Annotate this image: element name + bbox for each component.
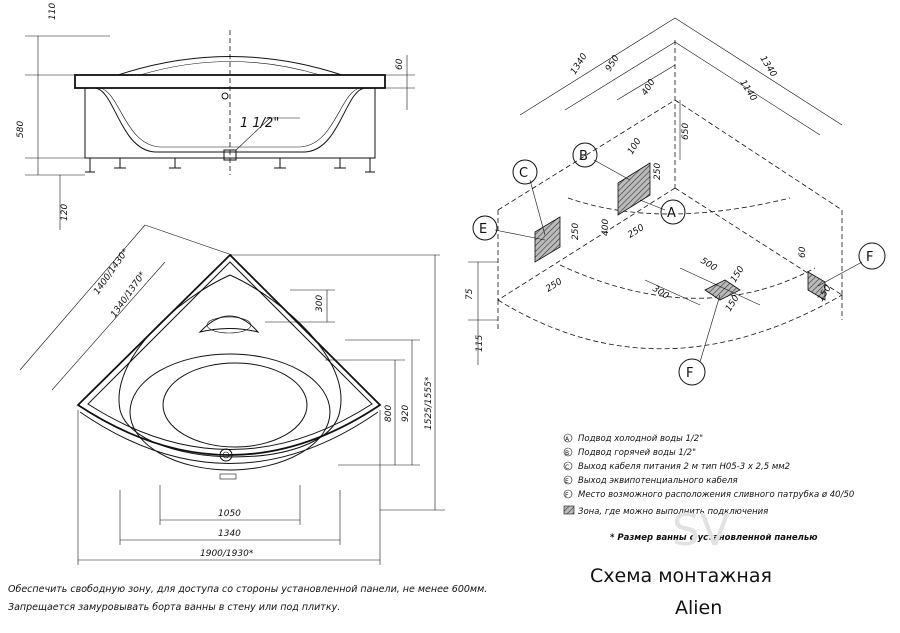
iso-dim-250-c: 250 <box>571 223 581 240</box>
legend-item-B: B Подвод горячей воды 1/2" <box>563 447 696 458</box>
iso-dim-1340-right: 1340 <box>757 54 778 79</box>
side-view: 1 1/2" 110 580 120 60 <box>16 3 415 230</box>
dim-1340-diag: 1340/1370* <box>109 270 148 320</box>
dim-1340: 1340 <box>218 529 241 539</box>
dim-60: 60 <box>395 58 405 70</box>
svg-text:F: F <box>866 250 873 265</box>
iso-dim-150-a: 150 <box>729 264 747 284</box>
iso-dim-60: 60 <box>798 246 808 258</box>
marker-E <box>472 215 498 241</box>
iso-dim-950: 950 <box>604 53 622 73</box>
marker-B <box>572 142 598 168</box>
drawing-title: Схема монтажная <box>590 565 772 587</box>
svg-text:A: A <box>565 436 570 443</box>
svg-text:C: C <box>519 166 528 181</box>
svg-text:F: F <box>686 366 693 381</box>
svg-text:E: E <box>565 478 569 485</box>
dim-300: 300 <box>315 295 325 312</box>
legend: A Подвод холодной воды 1/2" B Подвод гор… <box>563 433 854 543</box>
dim-1525: 1525/1555* <box>424 376 434 430</box>
svg-text:Подвод холодной воды 1/2": Подвод холодной воды 1/2" <box>578 434 703 444</box>
marker-F-wall <box>858 242 886 270</box>
side-legs <box>85 158 375 173</box>
iso-dim-100: 100 <box>626 136 644 156</box>
zone-AB <box>617 162 651 216</box>
marker-C <box>512 159 538 185</box>
legend-item-F: F Место возможного расположения сливного… <box>563 489 854 500</box>
top-view: 1400/1430* 1340/1370* 300 800 920 1525/1… <box>19 224 445 565</box>
legend-item-A: A Подвод холодной воды 1/2" <box>563 433 703 444</box>
watermark-logo: SV <box>672 505 730 556</box>
iso-dim-250-b: 250 <box>626 223 646 241</box>
svg-text:Подвод горячей воды 1/2": Подвод горячей воды 1/2" <box>578 448 696 458</box>
svg-text:C: C <box>565 464 569 471</box>
svg-text:B: B <box>565 450 569 457</box>
iso-dim-75: 75 <box>465 288 475 300</box>
model-name: Alien <box>675 597 722 619</box>
svg-text:E: E <box>479 222 487 237</box>
iso-dim-250-a: 250 <box>653 163 663 180</box>
legend-item-C: C Выход кабеля питания 2 м тип H05-3 х 2… <box>563 461 790 472</box>
dim-580: 580 <box>16 121 26 138</box>
legend-hatch: Зона, где можно выполнить подключения <box>563 505 768 517</box>
svg-text:Место возможного расположения: Место возможного расположения сливного п… <box>578 490 854 500</box>
svg-text:Выход эквипотенциального кабел: Выход эквипотенциального кабеля <box>578 476 738 486</box>
svg-text:Выход кабеля питания 2 м тип: Выход кабеля питания 2 м тип H05-3 х 2,5… <box>578 462 790 472</box>
dim-110: 110 <box>48 3 58 20</box>
iso-dim-500: 500 <box>698 256 718 274</box>
zone-F-wall <box>807 271 826 301</box>
svg-text:F: F <box>565 492 569 499</box>
iso-dim-400-top: 400 <box>640 77 658 97</box>
svg-text:B: B <box>579 149 588 164</box>
marker-F-floor <box>678 358 706 386</box>
iso-dim-1140: 1140 <box>737 78 758 103</box>
marker-A <box>660 199 686 225</box>
iso-dim-1340-left: 1340 <box>569 52 590 77</box>
dim-920: 920 <box>401 405 411 422</box>
iso-dim-400-side: 400 <box>601 219 611 236</box>
top-outline <box>76 253 382 456</box>
note-line-1: Обеспечить свободную зону, для доступа с… <box>8 584 487 595</box>
legend-item-E: E Выход эквипотенциального кабеля <box>563 475 738 486</box>
iso-dim-250-d: 250 <box>544 277 564 295</box>
star-note: * Размер ванны с установленной панелью <box>610 533 818 543</box>
svg-text:Зона, где можно выполнить под: Зона, где можно выполнить подключения <box>578 507 768 517</box>
zone-F-floor <box>704 279 741 301</box>
iso-dim-650: 650 <box>681 123 691 140</box>
dim-1050: 1050 <box>218 509 241 519</box>
top-drain <box>219 448 233 462</box>
top-headrest <box>198 315 260 333</box>
note-line-2: Запрещается замуровывать борта ванны в с… <box>8 602 340 613</box>
dim-800: 800 <box>384 405 394 422</box>
dim-1900: 1900/1930* <box>200 549 254 559</box>
top-basin <box>118 274 342 458</box>
drain-size-label: 1 1/2" <box>240 116 279 131</box>
isometric-view: 1340 1340 950 1140 400 650 100 250 400 2… <box>465 17 886 386</box>
zone-CE <box>534 216 561 263</box>
svg-text:A: A <box>667 206 676 221</box>
dim-120: 120 <box>60 204 70 221</box>
iso-dim-115: 115 <box>475 335 485 352</box>
iso-floor-arc <box>497 294 843 350</box>
